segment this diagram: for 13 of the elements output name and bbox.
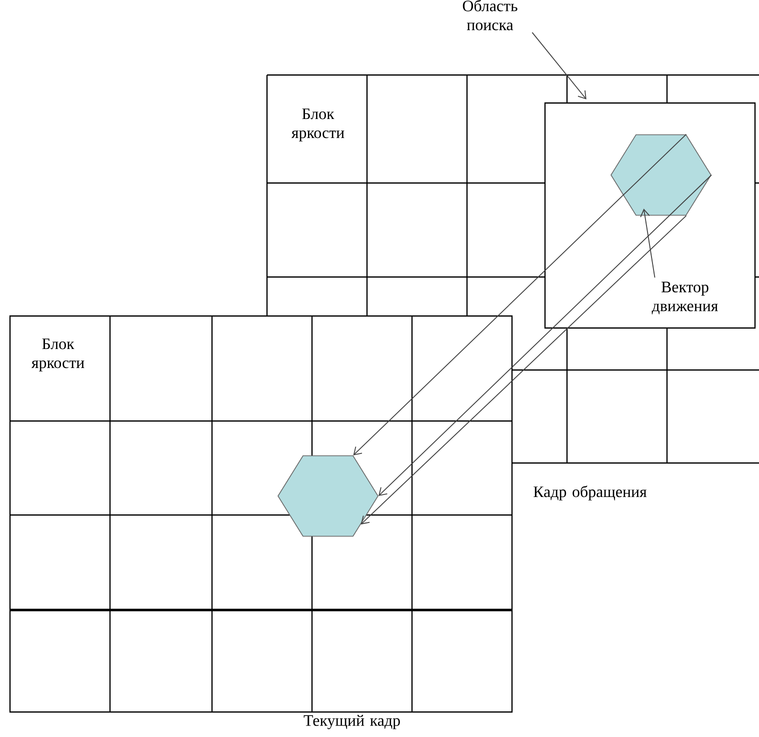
frame-caption: Текущий кадр bbox=[304, 714, 400, 730]
hexagon bbox=[610, 134, 712, 216]
arrow bbox=[360, 215, 687, 524]
cell-label: Блок яркости bbox=[291, 108, 344, 142]
arrow bbox=[353, 134, 687, 456]
arrow bbox=[640, 208, 656, 278]
cell-label: Блок яркости bbox=[31, 338, 84, 372]
hexagon bbox=[278, 455, 378, 537]
arrow bbox=[378, 174, 712, 496]
label-text: Вектор движения bbox=[652, 282, 718, 314]
label-text: Область поиска bbox=[462, 0, 518, 30]
arrow bbox=[532, 32, 586, 100]
frame-caption: Кадр обращения bbox=[534, 486, 647, 500]
